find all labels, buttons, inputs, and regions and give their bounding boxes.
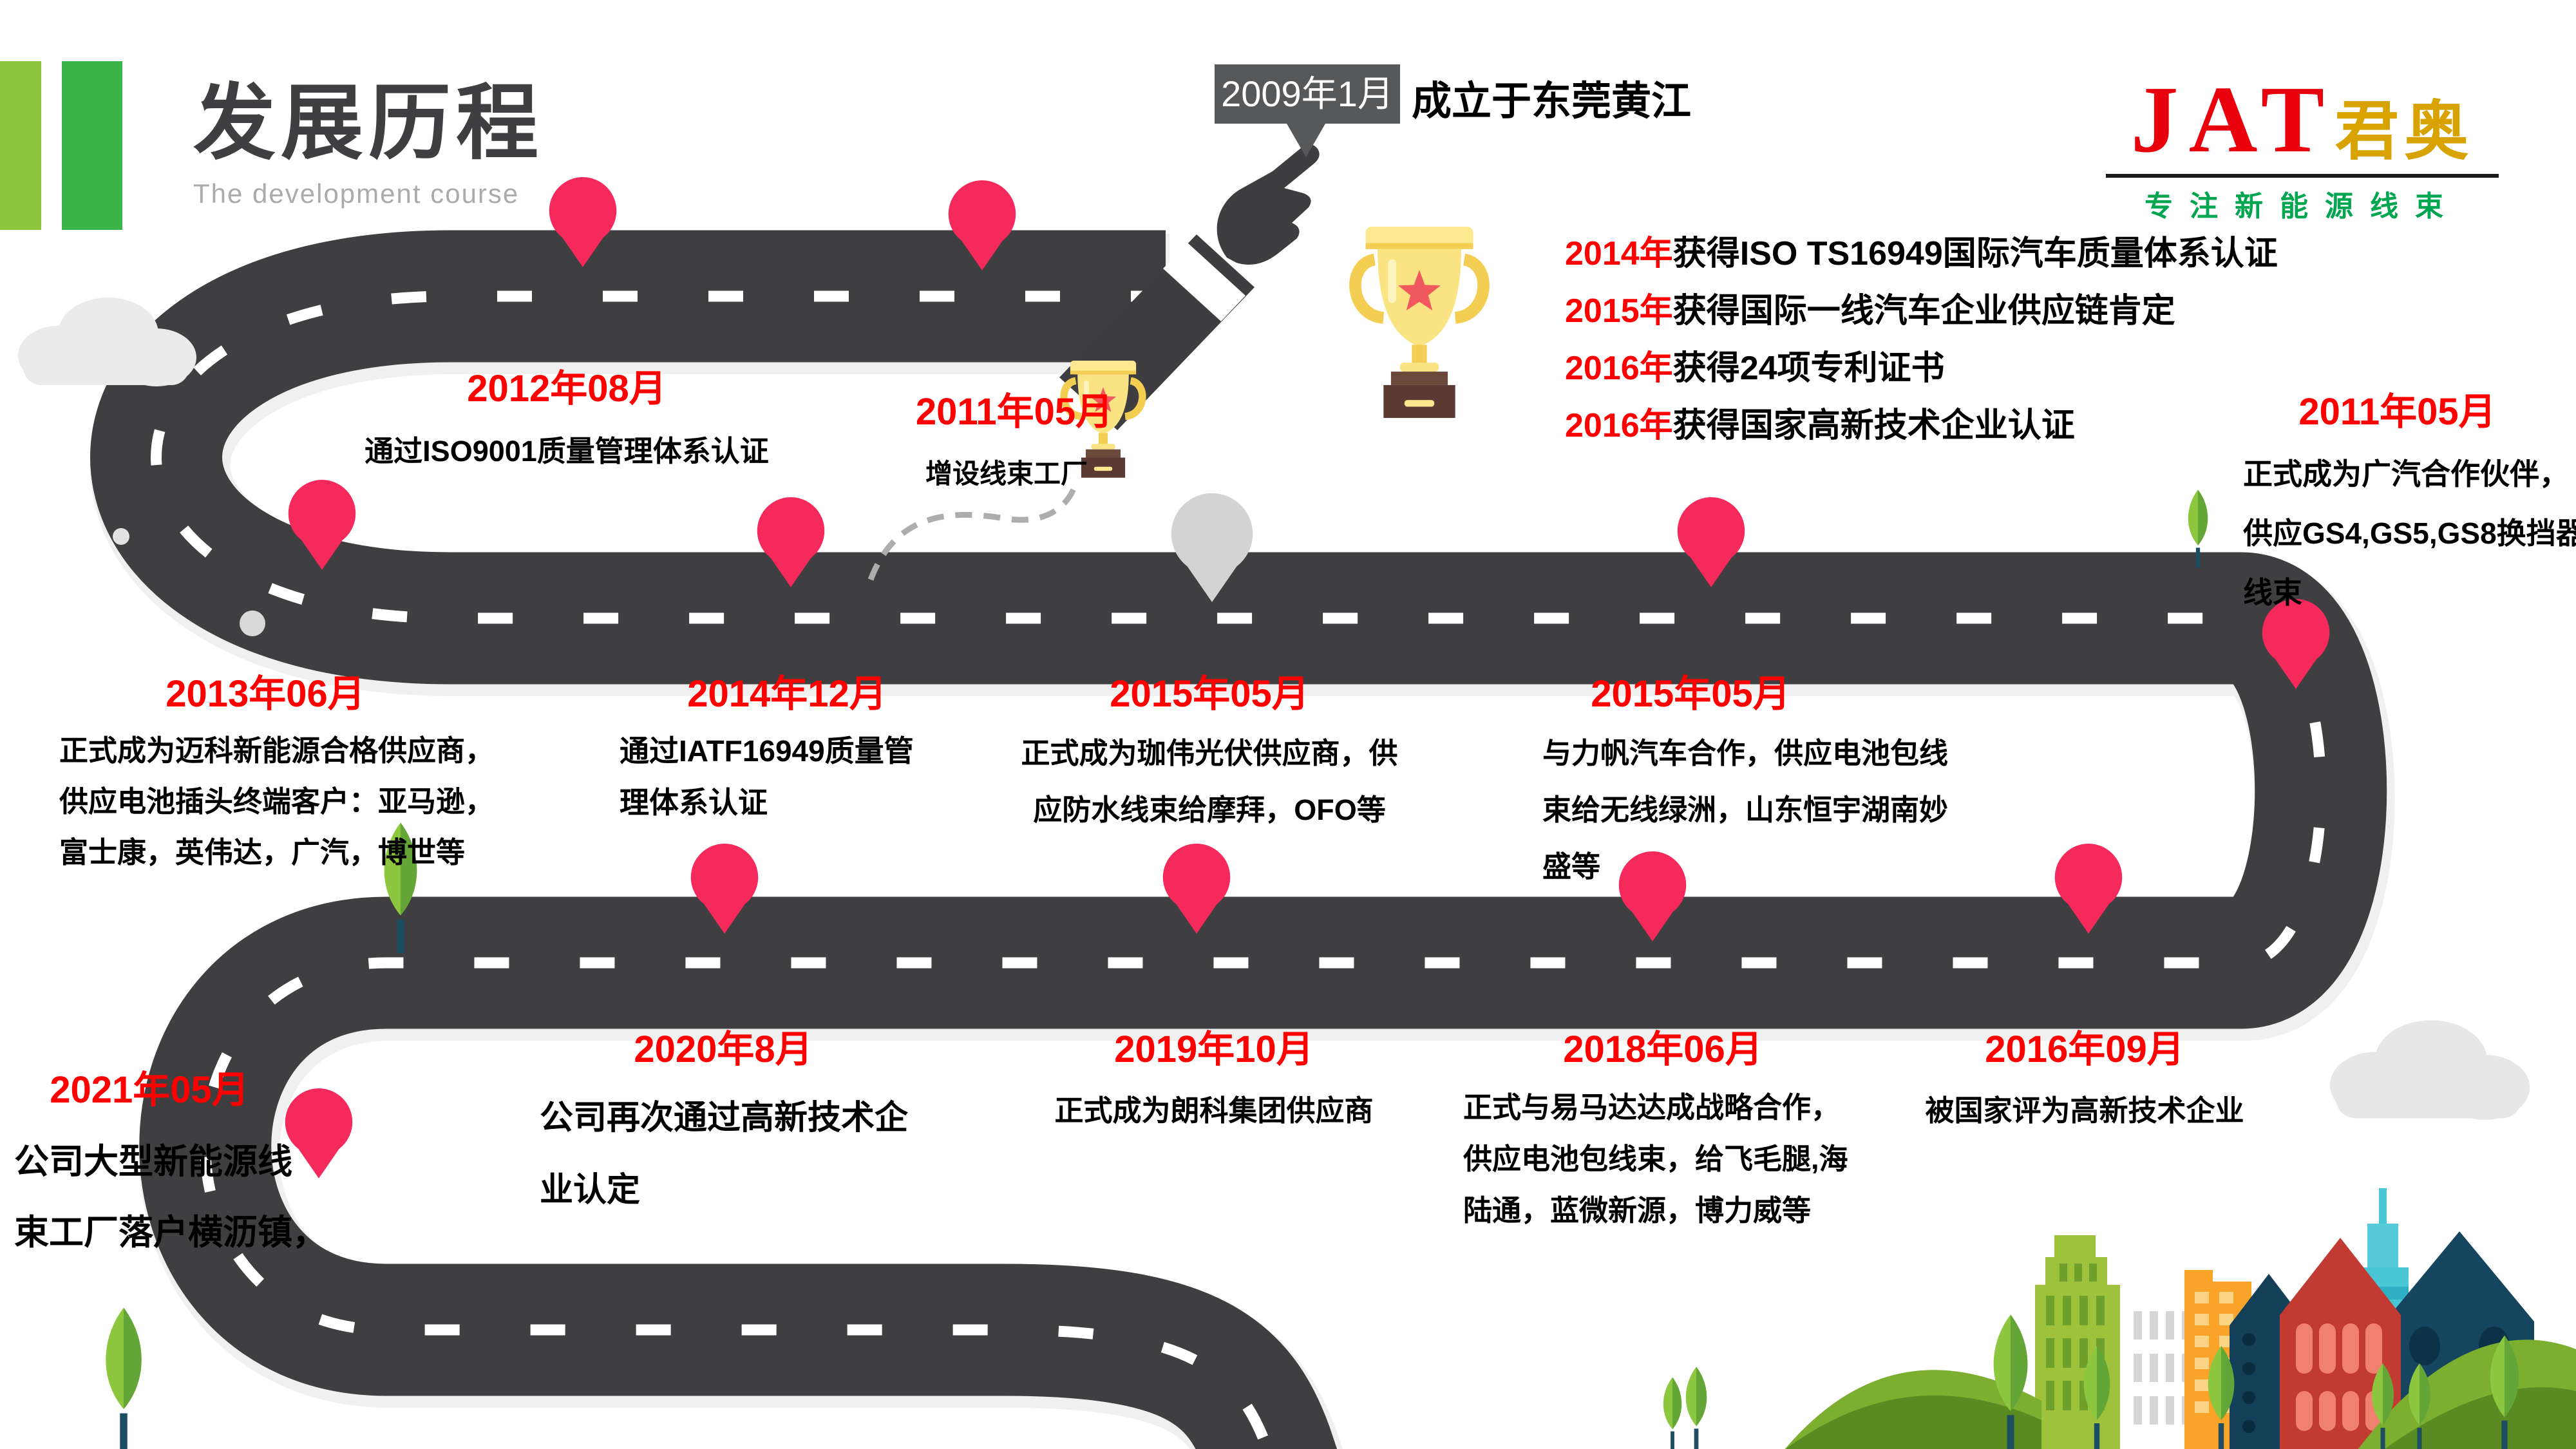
milestone-text: 公司再次通过高新技术企 [540,1099,909,1137]
milestone-date: 2018年06月 [1563,1028,1763,1070]
milestone-date: 2016年09月 [1985,1028,2184,1070]
milestone-2015-05-lifan: 2015年05月 与力帆汽车合作，供应电池包线 束给无线绿洲，山东恒宇湖南妙 盛… [1542,663,1955,895]
milestone-text: 正式成为迈科新能源合格供应商， [59,734,495,767]
badge-tail [1287,124,1325,157]
milestone-date: 2014年12月 [687,673,887,715]
page-subtitle: The development course [193,178,520,209]
milestone-text: 正式成为广汽合作伙伴， [2243,457,2569,491]
milestone-2012-08: 2012年08月 通过ISO9001质量管理体系认证 [361,358,773,469]
milestone-text: 供应电池包线束，给飞毛腿,海 [1463,1142,1848,1175]
milestone-text: 供应电池插头终端客户：亚马逊， [59,785,495,818]
milestone-date: 2011年05月 [2298,391,2496,433]
milestone-date: 2020年8月 [634,1028,813,1070]
milestone-2020-08: 2020年8月 公司再次通过高新技术企 业认定 [540,1019,909,1226]
milestone-2019-10: 2019年10月 正式成为朗科集团供应商 [1030,1019,1397,1129]
milestone-text: 公司大型新能源线 [14,1142,292,1181]
lime-building [2035,1235,2120,1449]
milestone-text: 增设线束工厂 [925,459,1088,489]
milestone-2021-05: 2021年05月 公司大型新能源线 束工厂落户横沥镇， [14,1059,327,1268]
page-header: 发展历程 The development course [193,77,544,209]
logo-tagline: 专注新能源线束 [2145,191,2460,222]
hill [2384,1387,2576,1449]
achievement-item: 2016年获得国家高新技术企业认证 [1565,407,2075,444]
logo-jat-text: JAT [2130,67,2335,173]
milestone-2018-06: 2018年06月 正式与易马达达成战略合作， 供应电池包线束，给飞毛腿,海 陆通… [1463,1019,1862,1236]
milestone-date: 2012年08月 [467,368,667,410]
dashed-connector [867,486,1077,581]
white-building [2125,1294,2195,1449]
milestone-date: 2019年10月 [1114,1028,1314,1070]
milestone-text: 与力帆汽车合作，供应电池包线 [1542,737,1949,770]
gray-dot [113,528,129,545]
road-center-line [151,290,2327,1449]
logo-divider [2106,174,2499,178]
red-building [2280,1238,2401,1449]
trophy-icon [1355,227,1483,418]
tree-icon [106,1307,142,1449]
milestone-text: 盛等 [1542,850,1601,883]
milestone-2011-05-factory: 2011年05月 增设线束工厂 [886,381,1143,491]
milestone-text: 陆通，蓝微新源，博力威等 [1463,1194,1812,1227]
hill [1785,1395,2041,1449]
milestone-2014-12: 2014年12月 通过IATF16949质量管 理体系认证 [620,663,954,828]
accent-bar-dark [62,61,122,230]
milestone-text: 正式成为朗科集团供应商 [1054,1094,1374,1127]
milestone-date: 2015年05月 [1591,673,1790,715]
logo-cn-text: 君奥 [2334,95,2474,167]
milestone-text: 富士康，英伟达，广汽，博世等 [59,836,466,869]
gray-dot [240,611,265,636]
milestone-text: 线束 [2243,576,2302,609]
achievements-list: 2014年获得ISO TS16949国际汽车质量体系认证 2015年获得国际一线… [1565,225,2278,455]
milestone-text: 束给无线绿洲，山东恒宇湖南妙 [1542,793,1949,826]
milestone-text: 通过ISO9001质量管理体系认证 [365,435,769,468]
achievement-item: 2014年获得ISO TS16949国际汽车质量体系认证 [1565,235,2278,272]
founding-badge: 2009年1月 [1215,64,1400,157]
milestone-text: 束工厂落户横沥镇， [14,1213,327,1252]
cityscape-illustration [1785,1188,2576,1449]
founding-text: 成立于东莞黄江 [1412,79,1692,124]
milestone-text: 被国家评为高新技术企业 [1925,1094,2244,1127]
achievement-item: 2016年获得24项专利证书 [1565,350,1945,387]
cloud-icon [2330,1020,2530,1120]
founding-badge-date: 2009年1月 [1221,73,1394,114]
milestone-date: 2015年05月 [1110,673,1309,715]
tree-icon [1663,1377,1682,1449]
milestone-text: 理体系认证 [620,786,768,819]
milestone-2016-09: 2016年09月 被国家评为高新技术企业 [1901,1019,2268,1129]
milestone-text: 业认定 [540,1171,641,1209]
milestone-text: 供应GS4,GS5,GS8换挡器 [2243,516,2576,550]
milestone-text: 应防水线束给摩拜，OFO等 [1033,793,1386,826]
tree-icon [1685,1367,1707,1449]
company-logo: JAT 君奥 专注新能源线束 [2105,72,2500,224]
milestone-text: 正式与易马达达成战略合作， [1463,1091,1841,1124]
milestone-text: 通过IATF16949质量管 [620,734,914,768]
accent-bar-light [0,61,41,230]
page-title: 发展历程 [193,77,544,169]
achievement-item: 2015年获得国际一线汽车企业供应链肯定 [1565,292,2175,330]
milestone-text: 正式成为珈伟光伏供应商，供 [1021,737,1398,770]
milestone-date: 2011年05月 [915,391,1113,433]
milestone-date: 2013年06月 [166,673,365,715]
milestone-2015-05-solar: 2015年05月 正式成为珈伟光伏供应商，供 应防水线束给摩拜，OFO等 [1010,663,1409,838]
milestone-2013-06: 2013年06月 正式成为迈科新能源合格供应商， 供应电池插头终端客户：亚马逊，… [59,663,495,878]
milestone-date: 2021年05月 [50,1069,249,1111]
milestone-2011-05-gac: 2011年05月 正式成为广汽合作伙伴， 供应GS4,GS5,GS8换挡器 线束 [2219,381,2576,622]
